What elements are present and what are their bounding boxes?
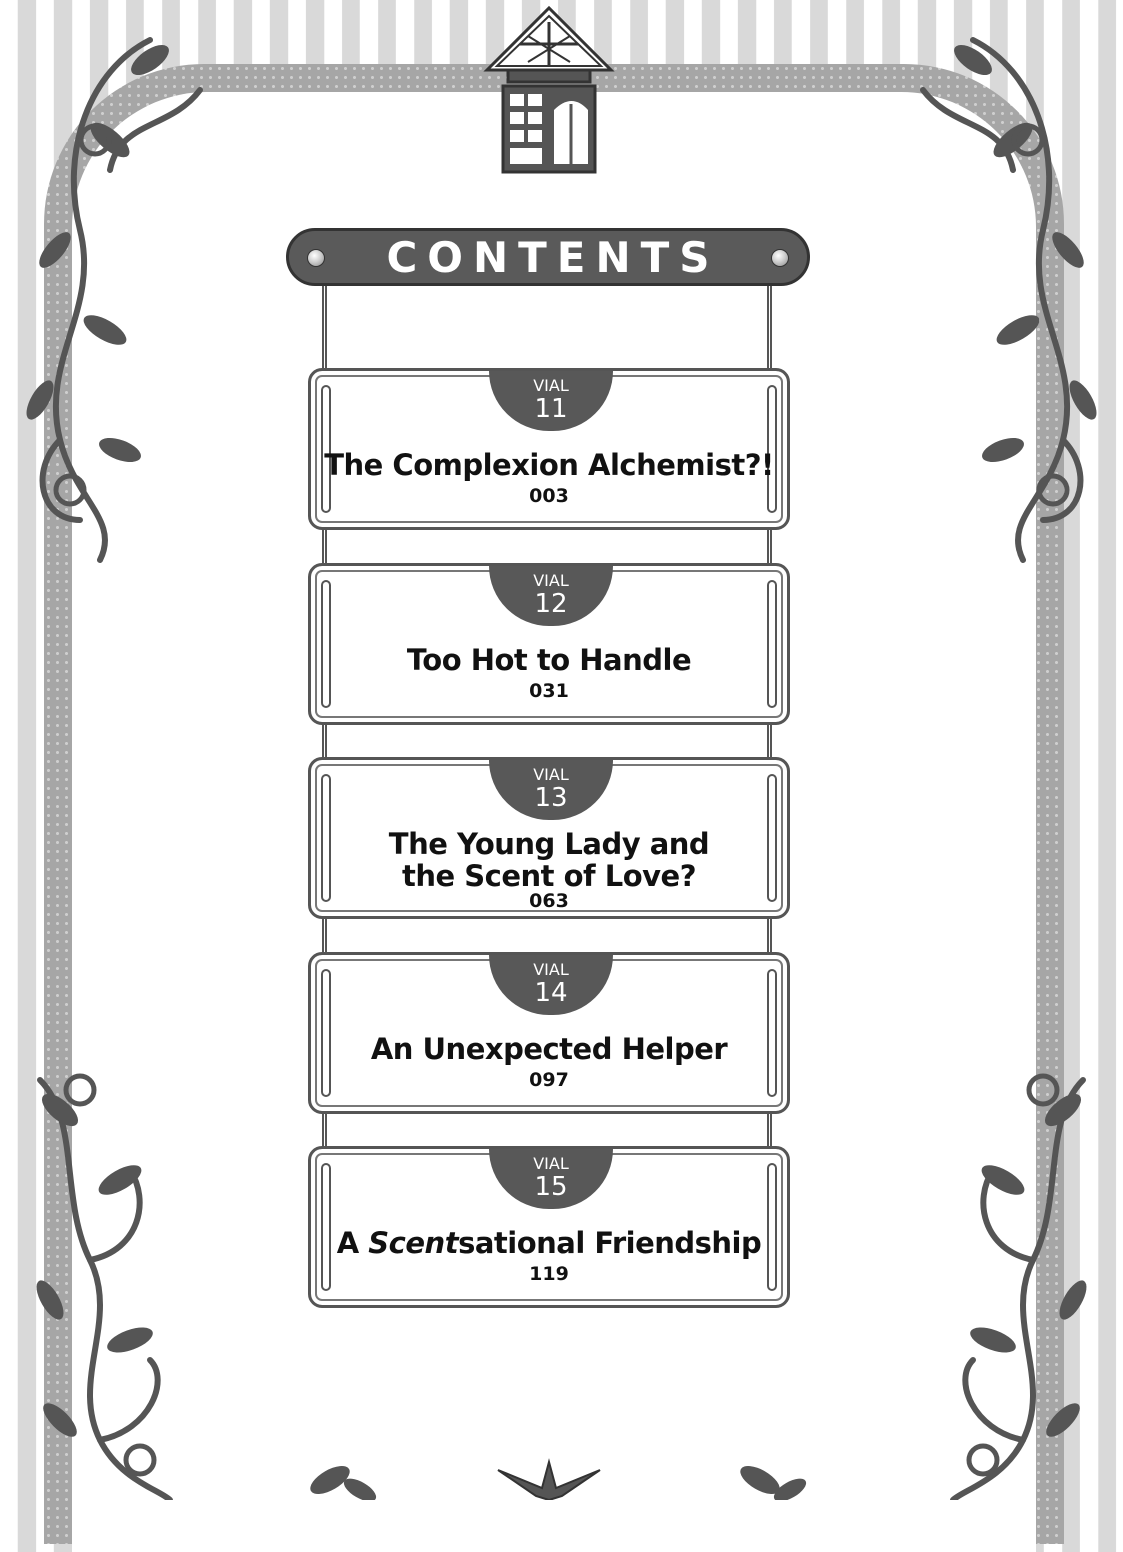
chapter-title: The Complexion Alchemist?!	[324, 448, 774, 482]
chapter-page-number: 119	[529, 1263, 569, 1285]
chapter-entry-12[interactable]: VIAL 12 Too Hot to Handle 031	[308, 563, 790, 725]
plaque-slot-right	[767, 1163, 777, 1291]
rivet-icon	[307, 249, 325, 267]
chapter-page-number: 031	[529, 680, 569, 702]
contents-header-plate: CONTENTS	[286, 228, 810, 286]
plaque-slot-right	[767, 580, 777, 708]
vial-badge: VIAL 14	[489, 955, 613, 1015]
plaque-slot-left	[321, 1163, 331, 1291]
vial-label: VIAL	[533, 960, 569, 979]
hanging-rail-right	[767, 286, 772, 1166]
chapter-page-number: 097	[529, 1069, 569, 1091]
vial-number: 12	[534, 589, 568, 619]
chapter-title-line-1: The Young Lady and	[388, 827, 710, 861]
vial-label: VIAL	[533, 376, 569, 395]
leaf-cluster-right	[740, 44, 1097, 1500]
plaque-slot-right	[767, 969, 777, 1097]
vial-badge: VIAL 15	[489, 1149, 613, 1209]
rivet-icon	[771, 249, 789, 267]
chapter-page-number: 063	[529, 890, 569, 912]
chapter-title-prefix: A	[336, 1226, 369, 1260]
vial-number: 13	[534, 783, 568, 813]
ornament-layer	[26, 5, 1097, 1500]
chapter-title-line-2: the Scent of Love?	[401, 859, 697, 893]
star-ornament-icon	[497, 1458, 601, 1500]
house-icon	[483, 5, 615, 174]
chapter-entry-15[interactable]: VIAL 15 A Scentsational Friendship 119	[308, 1146, 790, 1308]
plaque-slot-left	[321, 969, 331, 1097]
chapter-page-number: 003	[529, 485, 569, 507]
page-title: CONTENTS	[386, 232, 720, 282]
vial-number: 14	[534, 978, 568, 1008]
chapter-title: An Unexpected Helper	[370, 1032, 728, 1066]
plaque-slot-right	[767, 774, 777, 902]
plaque-slot-left	[321, 774, 331, 902]
chapter-entry-13[interactable]: VIAL 13 The Young Lady and the Scent of …	[308, 757, 790, 919]
vine-ornament-left	[37, 37, 203, 1500]
plaque-slot-right	[767, 385, 777, 513]
chapter-title-italic: Scent	[368, 1226, 459, 1260]
vial-badge: VIAL 11	[489, 371, 613, 431]
chapter-title-suffix: sational Friendship	[458, 1226, 762, 1260]
vial-badge: VIAL 12	[489, 566, 613, 626]
vial-number: 11	[534, 394, 568, 424]
chapter-title: Too Hot to Handle	[406, 643, 692, 677]
chapter-title: The Young Lady and the Scent of Love?	[311, 828, 787, 892]
vial-badge: VIAL 13	[489, 760, 613, 820]
plaque-slot-left	[321, 580, 331, 708]
hanging-rail-left	[322, 286, 327, 1166]
chapter-title: A Scentsational Friendship	[311, 1227, 787, 1259]
vial-label: VIAL	[533, 571, 569, 590]
vine-ornament-right	[920, 37, 1086, 1500]
chapter-entry-14[interactable]: VIAL 14 An Unexpected Helper 097	[308, 952, 790, 1114]
chapter-entry-11[interactable]: VIAL 11 The Complexion Alchemist?! 003	[308, 368, 790, 530]
vial-number: 15	[534, 1172, 568, 1202]
plaque-slot-left	[321, 385, 331, 513]
leaf-cluster-left	[26, 44, 377, 1500]
vial-label: VIAL	[533, 1154, 569, 1173]
vial-label: VIAL	[533, 765, 569, 784]
